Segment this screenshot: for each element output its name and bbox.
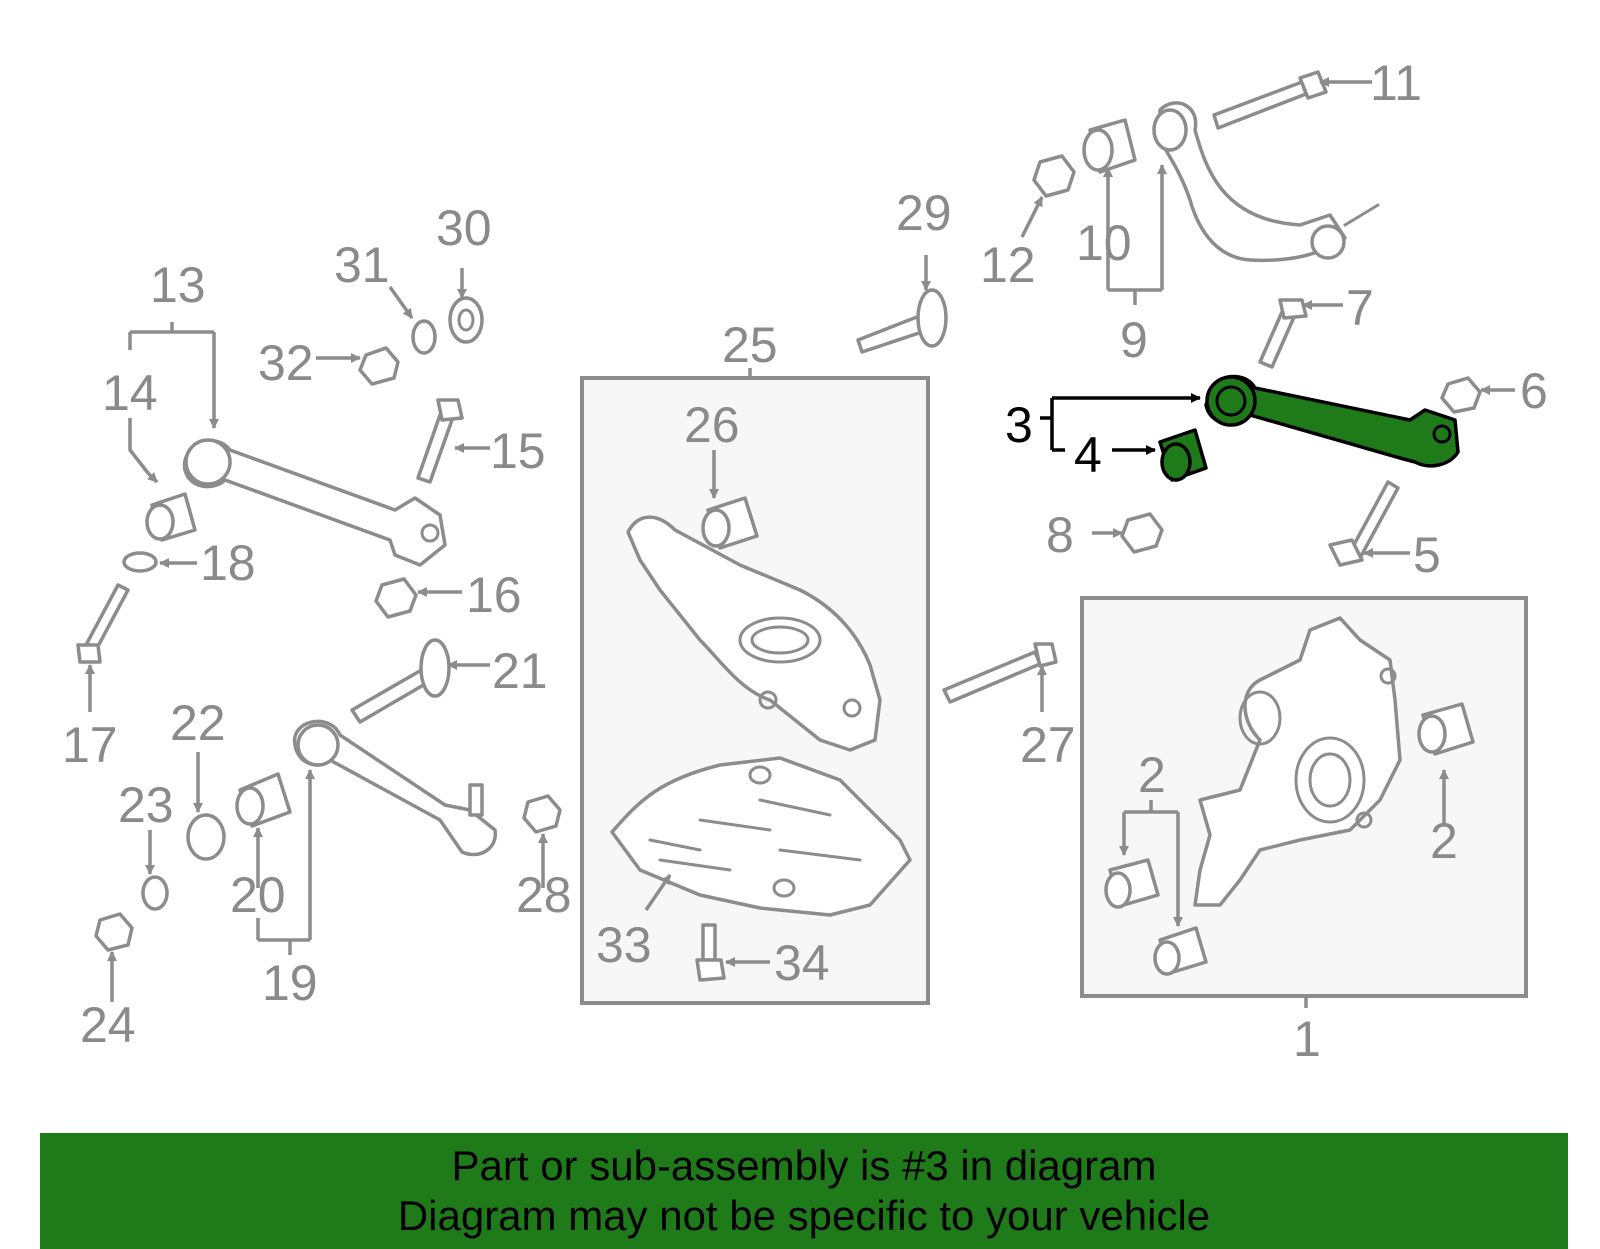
nut-6 [1440,376,1482,414]
label-2-right: 2 [1430,813,1458,869]
bushing-14 [145,492,197,542]
nut-12 [1032,154,1076,198]
bolt-29 [856,288,948,354]
washer-18 [122,551,158,573]
nut-28 [522,794,562,834]
washer-31 [411,319,437,355]
bushing-20 [235,772,292,828]
upper-arm-9 [1152,101,1380,263]
bushing-2-right [1417,702,1475,756]
label-17: 17 [62,717,118,773]
label-21: 21 [492,643,548,699]
label-7: 7 [1346,280,1374,336]
bolt-21 [350,638,451,724]
label-13: 13 [150,257,206,313]
lateral-arm-3 [1204,374,1460,468]
label-12: 12 [980,237,1036,293]
label-6: 6 [1520,363,1548,419]
label-24: 24 [80,997,136,1053]
label-29: 29 [896,185,952,241]
banner-line-1: Part or sub-assembly is #3 in diagram [451,1142,1157,1189]
washer-30 [448,296,484,344]
bushing-10 [1082,118,1137,174]
label-4: 4 [1074,427,1102,483]
trailing-arm-25 [626,515,882,752]
label-31: 31 [334,237,390,293]
bolt-7 [1258,298,1308,369]
label-27: 27 [1020,717,1076,773]
bushing-2-left-lower [1153,926,1208,976]
bushing-2-left-upper [1104,858,1160,909]
label-2-left: 2 [1138,747,1166,803]
nut-8 [1120,512,1164,554]
label-11: 11 [1370,55,1422,111]
label-1: 1 [1293,1011,1321,1067]
label-19: 19 [262,955,318,1011]
nut-32 [358,346,400,386]
bolt-17 [76,583,130,664]
arm-19 [293,719,497,857]
bolt-34 [695,923,726,982]
label-16: 16 [466,567,522,623]
washer-22 [186,813,226,861]
label-9: 9 [1120,312,1148,368]
label-33: 33 [596,917,652,973]
label-32: 32 [258,335,314,391]
undercover-33 [610,756,912,917]
label-30: 30 [436,200,492,256]
label-3: 3 [1005,397,1033,453]
label-15: 15 [490,423,546,479]
label-8: 8 [1046,507,1074,563]
label-26: 26 [684,397,740,453]
arm-13 [182,438,447,567]
label-25: 25 [722,317,778,373]
bolt-5 [1328,480,1400,567]
bushing-26 [701,496,759,550]
bolt-15 [416,398,464,484]
washer-23 [141,875,169,911]
bolt-11 [1212,70,1328,130]
label-22: 22 [170,695,226,751]
label-14: 14 [102,365,158,421]
label-18: 18 [200,535,256,591]
info-banner: Part or sub-assembly is #3 in diagram Di… [40,1133,1568,1249]
bolt-27 [942,642,1058,704]
nut-24 [94,912,134,952]
label-10: 10 [1076,215,1132,271]
label-28: 28 [516,867,572,923]
label-34: 34 [774,935,830,991]
bushing-4 [1158,428,1208,482]
nut-16 [374,577,418,619]
banner-line-2: Diagram may not be specific to your vehi… [397,1192,1211,1239]
label-23: 23 [118,777,174,833]
knuckle-1 [1193,616,1402,907]
label-5: 5 [1413,527,1441,583]
label-20: 20 [230,867,286,923]
